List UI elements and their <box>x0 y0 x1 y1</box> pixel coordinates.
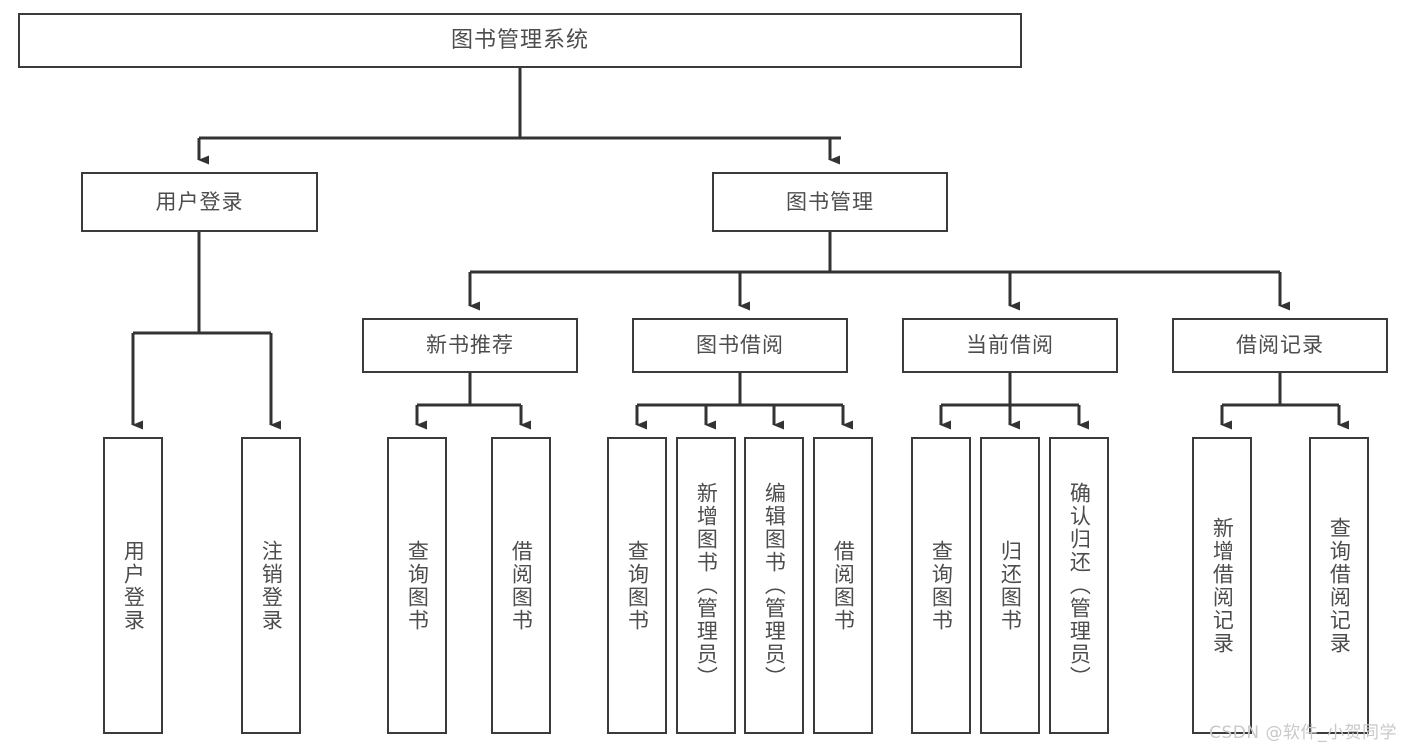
node-book-management-system[interactable]: 图书管理系统 <box>18 13 1022 68</box>
node-label: 确认归还（管理员） <box>1067 482 1092 689</box>
node-user-login[interactable]: 用户登录 <box>81 172 318 232</box>
node-label: 新增图书（管理员） <box>694 482 719 689</box>
node-label: 查询借阅记录 <box>1327 516 1352 655</box>
node-borrow-record[interactable]: 借阅记录 <box>1172 318 1388 373</box>
node-label: 查询图书 <box>929 539 954 632</box>
node-leaf-return-book[interactable]: 归还图书 <box>980 437 1040 734</box>
node-label: 借阅图书 <box>831 539 856 632</box>
node-leaf-borrow-book-2[interactable]: 借阅图书 <box>813 437 873 734</box>
node-leaf-add-record[interactable]: 新增借阅记录 <box>1192 437 1252 734</box>
node-label: 借阅图书 <box>509 539 534 632</box>
node-leaf-logout-login[interactable]: 注销登录 <box>241 437 301 734</box>
node-label: 用户登录 <box>155 189 244 214</box>
node-leaf-query-book-1[interactable]: 查询图书 <box>387 437 447 734</box>
node-label: 图书借阅 <box>696 333 784 358</box>
node-label: 注销登录 <box>259 539 284 632</box>
node-label: 新书推荐 <box>426 333 514 358</box>
node-book-management[interactable]: 图书管理 <box>712 172 948 232</box>
node-leaf-add-book[interactable]: 新增图书（管理员） <box>676 437 736 734</box>
node-current-borrow[interactable]: 当前借阅 <box>902 318 1118 373</box>
node-label: 图书管理系统 <box>450 27 589 53</box>
csdn-watermark: CSDN @软件_小贺同学 <box>1209 723 1397 743</box>
node-book-borrow[interactable]: 图书借阅 <box>632 318 848 373</box>
node-label: 归还图书 <box>998 539 1023 632</box>
node-label: 编辑图书（管理员） <box>762 482 787 689</box>
node-label: 图书管理 <box>786 189 874 214</box>
node-label: 当前借阅 <box>966 333 1054 358</box>
node-leaf-confirm-return[interactable]: 确认归还（管理员） <box>1049 437 1109 734</box>
node-label: 借阅记录 <box>1236 333 1324 358</box>
node-leaf-user-login[interactable]: 用户登录 <box>103 437 163 734</box>
node-label: 查询图书 <box>405 539 430 632</box>
node-new-book-recommend[interactable]: 新书推荐 <box>362 318 578 373</box>
node-leaf-borrow-book-1[interactable]: 借阅图书 <box>491 437 551 734</box>
node-leaf-query-record[interactable]: 查询借阅记录 <box>1309 437 1369 734</box>
node-label: 新增借阅记录 <box>1210 516 1235 655</box>
node-label: 用户登录 <box>121 539 146 632</box>
node-label: 查询图书 <box>625 539 650 632</box>
node-leaf-edit-book[interactable]: 编辑图书（管理员） <box>744 437 804 734</box>
node-leaf-query-book-2[interactable]: 查询图书 <box>607 437 667 734</box>
node-leaf-query-book-3[interactable]: 查询图书 <box>911 437 971 734</box>
